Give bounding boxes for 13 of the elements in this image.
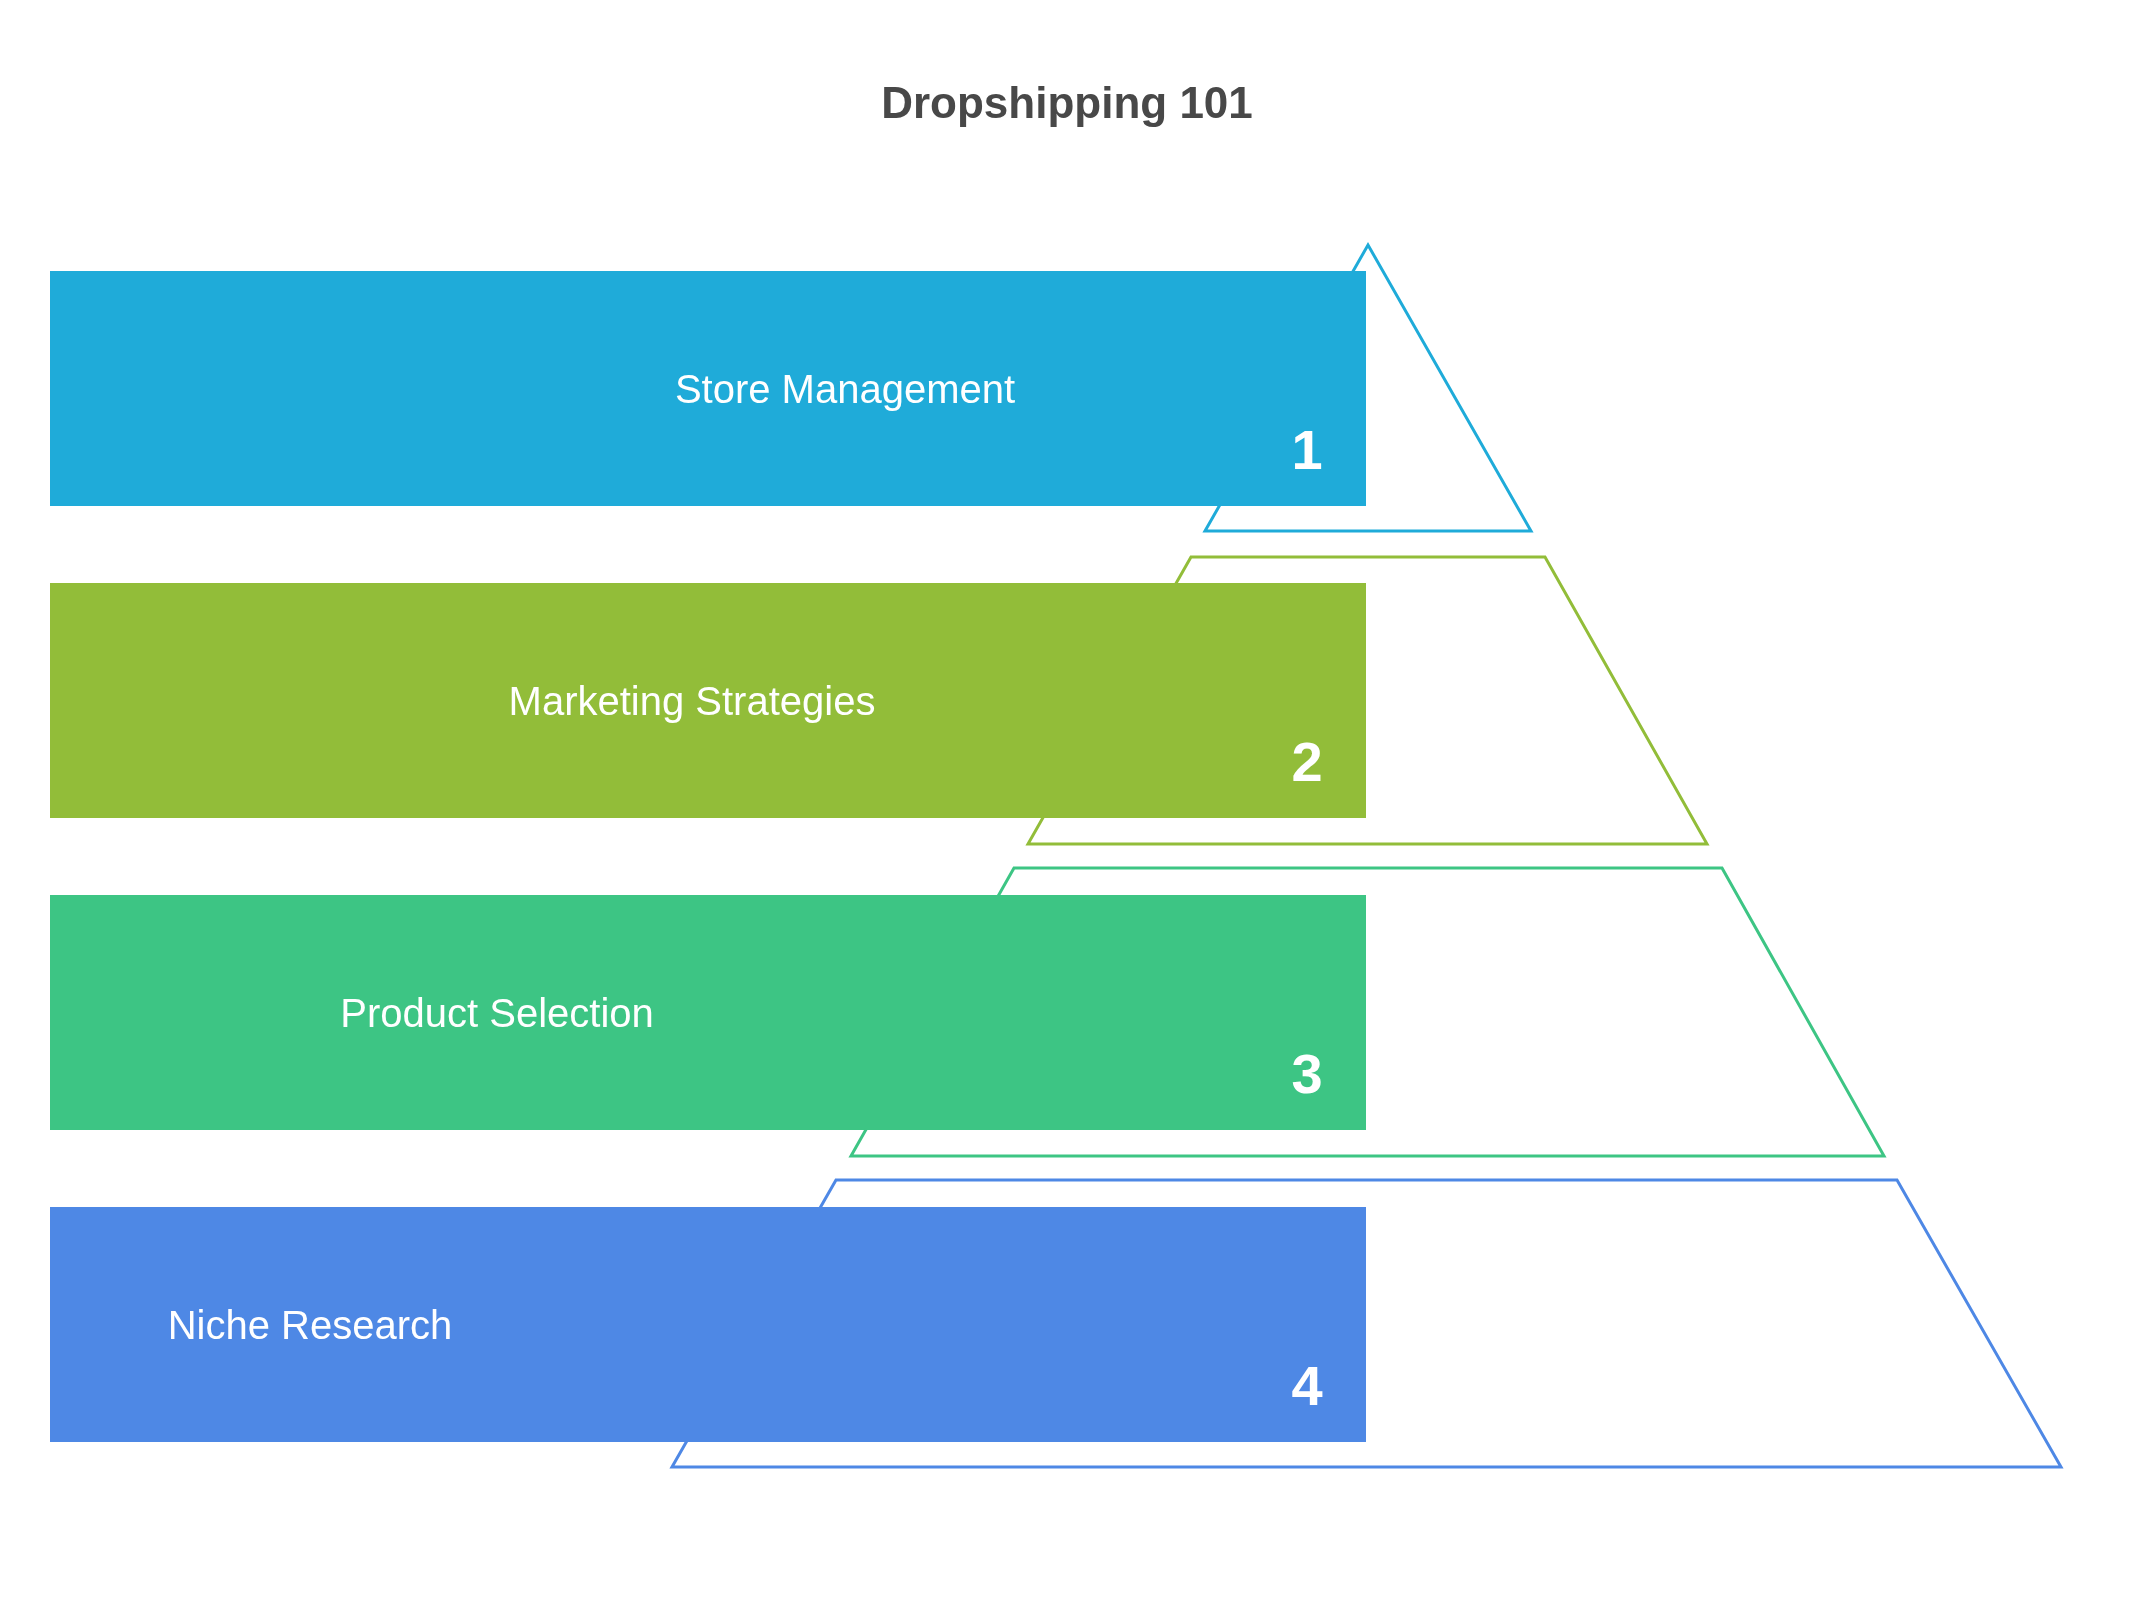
level-bar	[50, 895, 1366, 1130]
title: Dropshipping 101	[880, 78, 1254, 128]
level-label: Niche Research	[167, 1302, 453, 1348]
level-label: Marketing Strategies	[508, 678, 876, 724]
level-bar	[50, 1207, 1366, 1442]
level-label: Store Management	[674, 366, 1016, 412]
level-number: 1	[1291, 416, 1323, 482]
level-label: Product Selection	[340, 990, 654, 1036]
level-bar	[50, 583, 1366, 818]
level-bar	[50, 271, 1366, 506]
level-number: 3	[1291, 1040, 1323, 1106]
level-number: 2	[1291, 728, 1323, 794]
level-number: 4	[1291, 1352, 1323, 1418]
